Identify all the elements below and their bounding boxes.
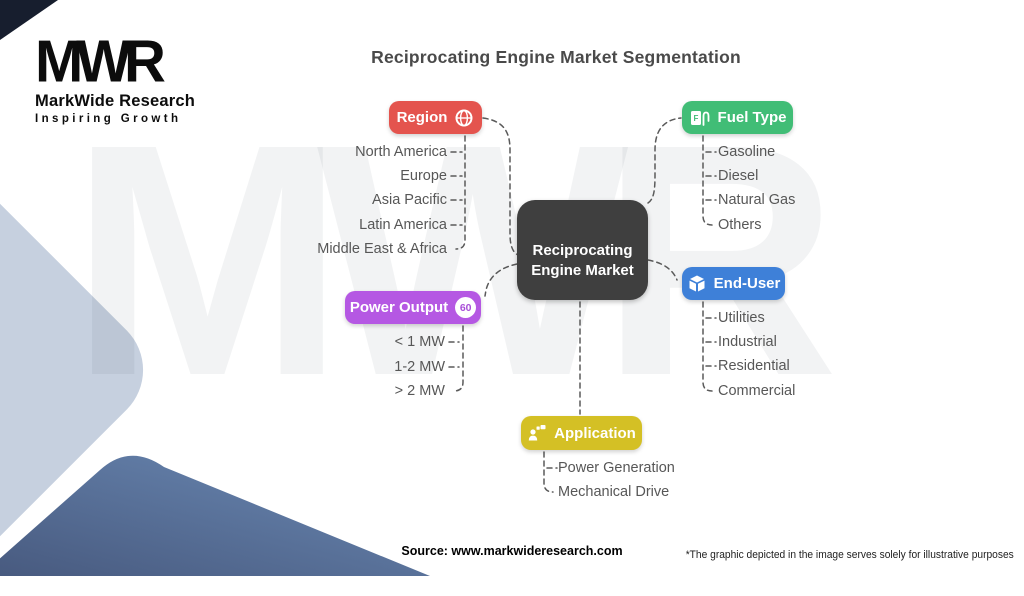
- region-item: Europe: [400, 168, 447, 184]
- center-node-line1: Reciprocating: [532, 242, 633, 259]
- badge-application-label: Application: [554, 424, 636, 442]
- region-item: Middle East & Africa: [317, 241, 447, 257]
- page-title: Reciprocating Engine Market Segmentation: [371, 47, 741, 67]
- badge-region-label: Region: [396, 109, 448, 126]
- fuel-type-item: Natural Gas: [718, 192, 796, 208]
- cube-icon: [687, 274, 707, 294]
- center-node-line2: Engine Market: [531, 262, 634, 279]
- logo-company-name: MarkWide Research: [35, 92, 196, 110]
- badge-fuel-type-label: Fuel Type: [717, 109, 787, 126]
- badge-region: Region: [389, 101, 482, 134]
- power-output-item: < 1 MW: [394, 334, 445, 350]
- region-item: Asia Pacific: [372, 192, 447, 208]
- gauge-badge: 60: [455, 297, 477, 318]
- application-item: Power Generation: [558, 460, 675, 476]
- power-output-item: 1-2 MW: [394, 359, 445, 375]
- region-item: Latin America: [359, 217, 447, 233]
- badge-end-user: End-User: [682, 267, 785, 300]
- logo: MWR MarkWide Research Inspiring Growth: [35, 28, 205, 125]
- fuel-type-item: Others: [718, 217, 762, 233]
- application-item: Mechanical Drive: [558, 484, 670, 500]
- badge-application: Application: [521, 416, 642, 450]
- center-node: Reciprocating Engine Market: [517, 200, 648, 300]
- end-user-item: Residential: [718, 358, 790, 374]
- svg-text:F: F: [693, 114, 698, 123]
- presenter-icon: [527, 423, 547, 443]
- source-text: Source: www.markwideresearch.com: [401, 544, 623, 558]
- disclaimer-text: *The graphic depicted in the image serve…: [685, 549, 1014, 561]
- fuel-type-item: Diesel: [718, 168, 759, 184]
- badge-fuel-type: F Fuel Type: [682, 101, 793, 134]
- logo-mwr-mark: MWR: [35, 28, 166, 95]
- fuel-pump-icon: F: [689, 108, 711, 128]
- end-user-item: Commercial: [718, 383, 796, 399]
- end-user-item: Industrial: [718, 334, 777, 350]
- badge-power-output-label: Power Output: [349, 299, 449, 316]
- fuel-type-item: Gasoline: [718, 144, 776, 160]
- power-output-item: > 2 MW: [394, 383, 445, 399]
- logo-tagline: Inspiring Growth: [35, 113, 182, 125]
- badge-end-user-label: End-User: [713, 275, 781, 292]
- globe-icon: [454, 108, 474, 128]
- end-user-item: Utilities: [718, 310, 765, 326]
- badge-power-output: Power Output 60: [345, 291, 481, 324]
- region-item: North America: [355, 144, 447, 160]
